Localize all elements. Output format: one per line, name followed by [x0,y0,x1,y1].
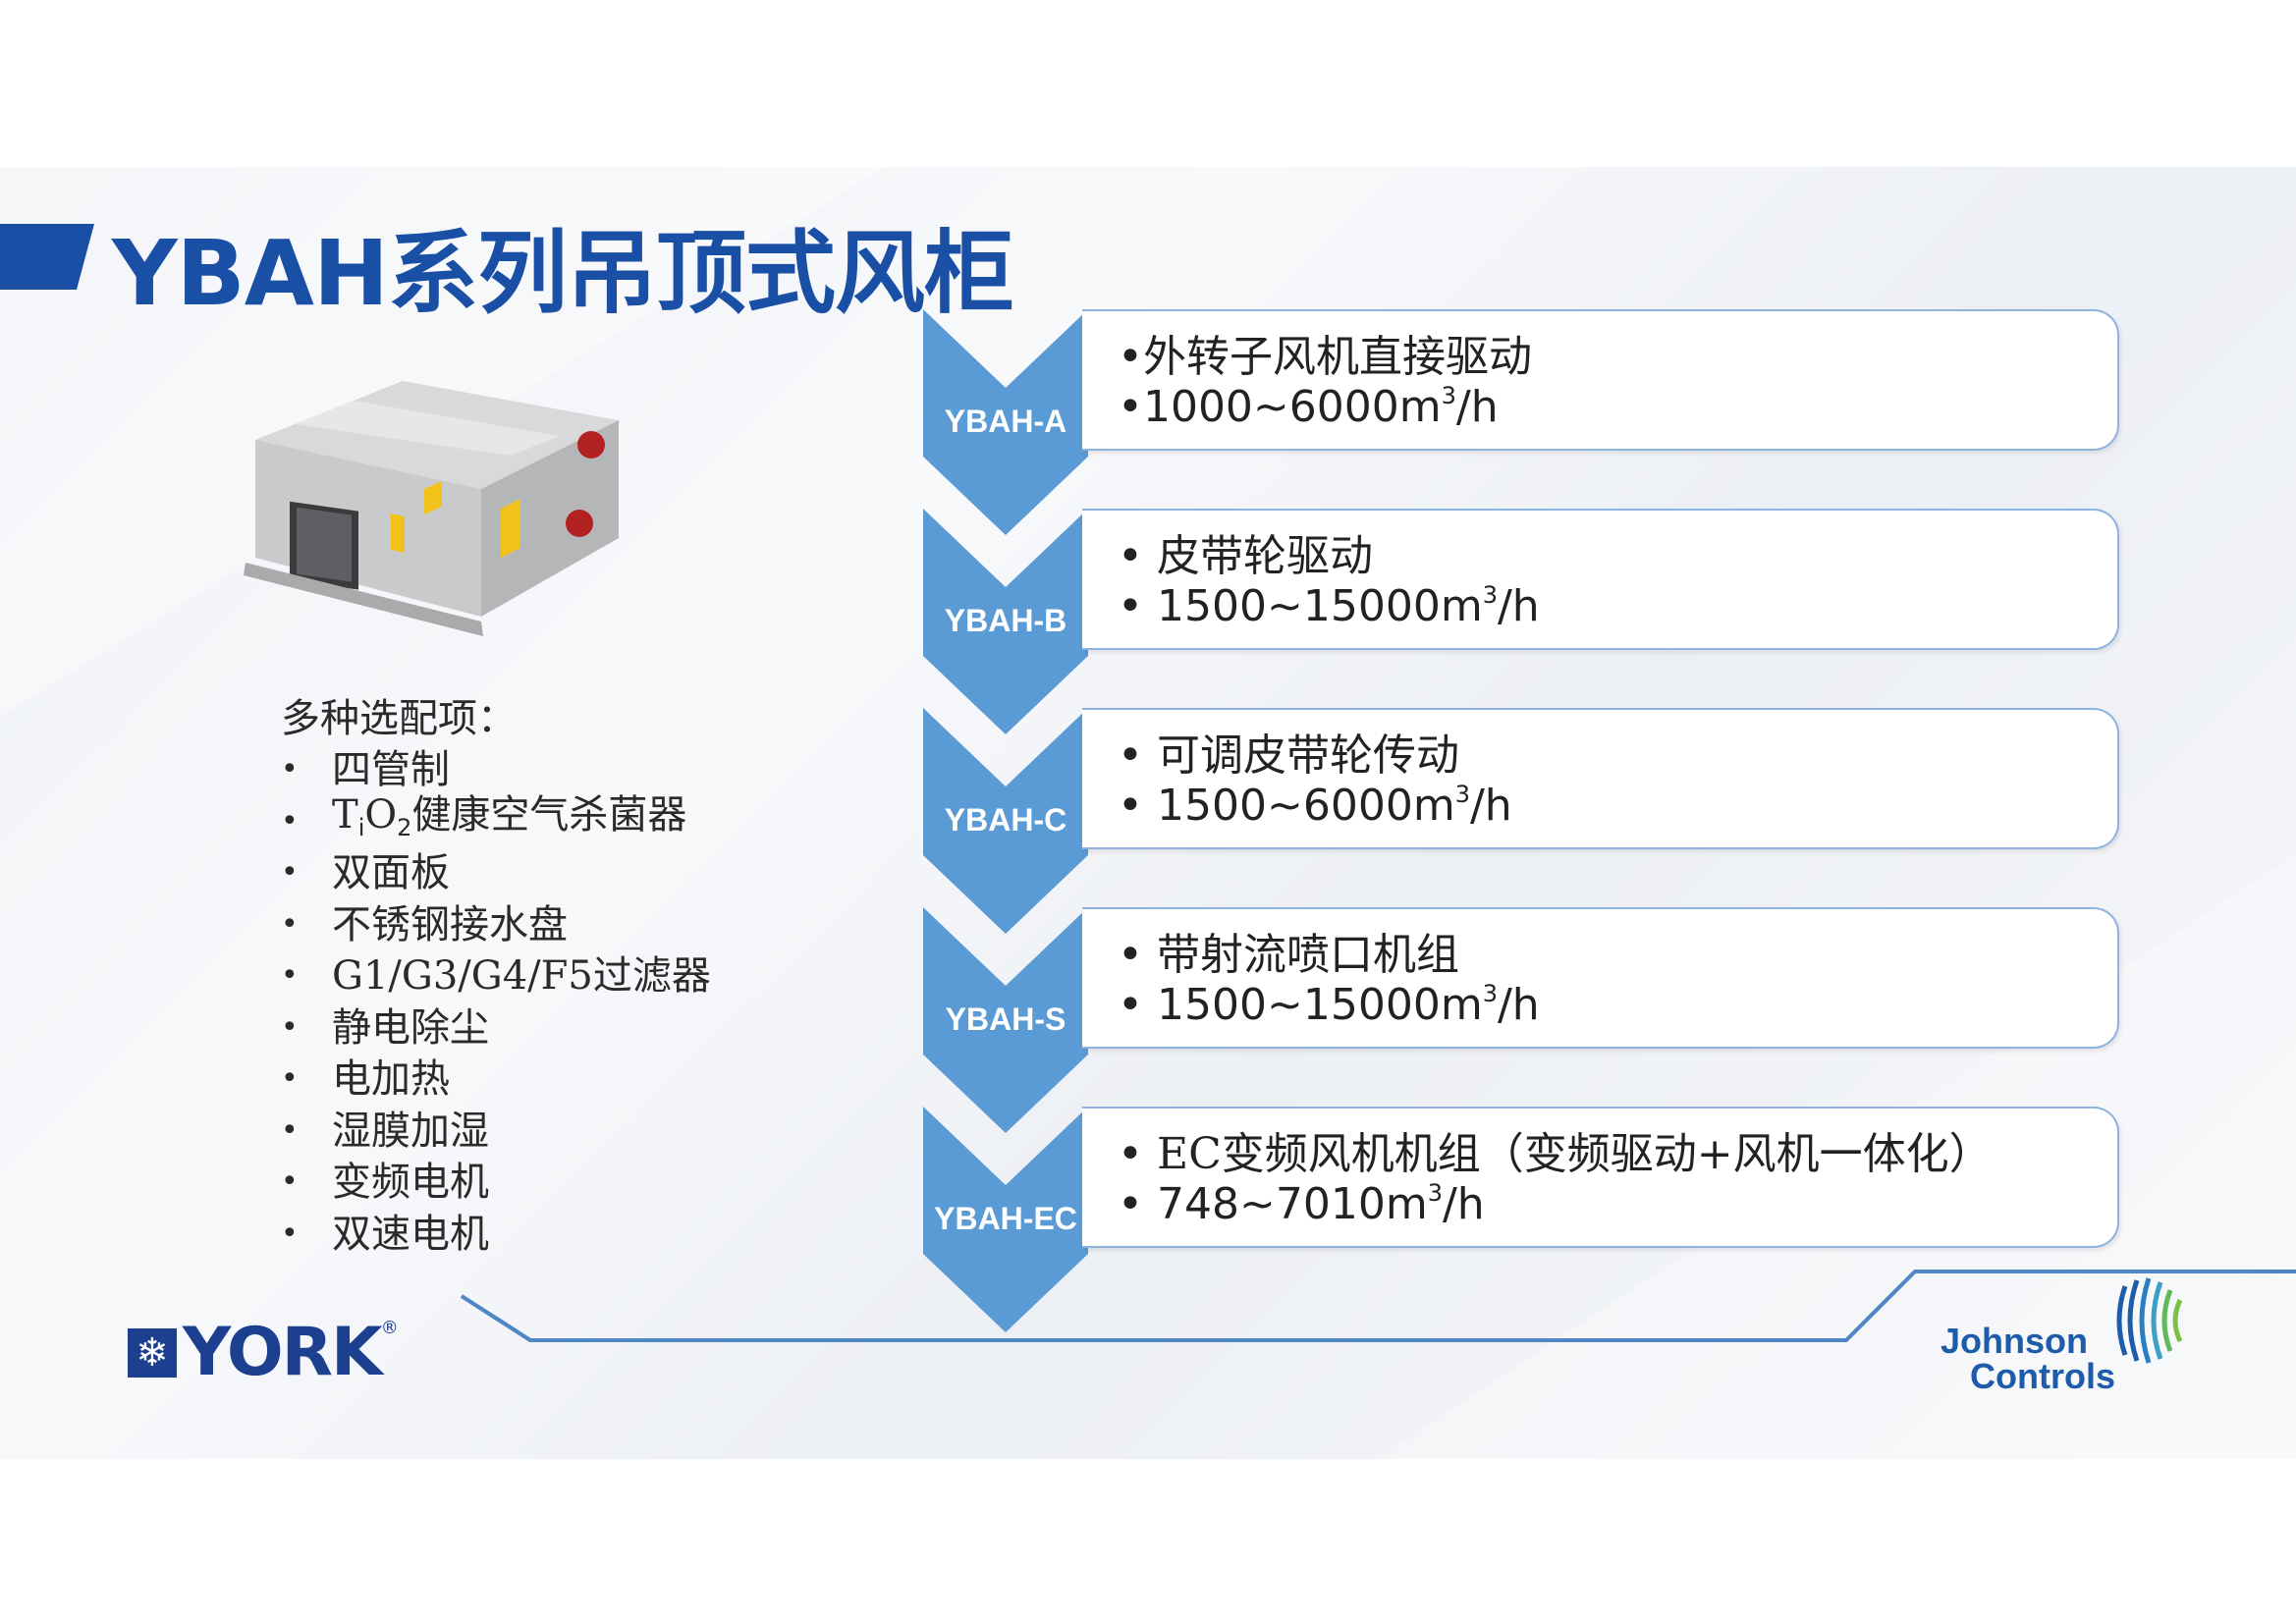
series-card: •可调皮带轮传动 •1500~6000m3/h [1082,708,2119,849]
slide: YBAH系列吊顶式风柜 多种选配项： •四管制 •TiO2健康空气杀菌器 •双面… [0,167,2296,1459]
york-wordmark: YORK [183,1314,383,1391]
series-list: YBAH-A •外转子风机直接驱动 •1000~6000m3/h YBAH-B … [923,309,2190,1350]
options-heading: 多种选配项： [281,696,517,741]
series-card: •外转子风机直接驱动 •1000~6000m3/h [1082,309,2119,451]
snowflake-icon: ❄ [128,1327,177,1378]
list-item: •双速电机 [281,1211,489,1257]
title-accent-bar [0,224,94,290]
series-airflow: •1500~6000m3/h [1118,781,1512,831]
list-item: •G1/G3/G4/F5过滤器 [281,953,711,999]
series-feature: •外转子风机直接驱动 [1118,332,1532,382]
york-logo: ❄ YORK ® [128,1314,399,1391]
page-title: YBAH系列吊顶式风柜 [112,221,1014,326]
list-item: •静电除尘 [281,1004,489,1051]
series-card: •带射流喷口机组 •1500~15000m3/h [1082,907,2119,1049]
johnson-controls-logo: Johnson Controls [1933,1276,2208,1394]
series-code: YBAH-B [944,603,1067,638]
options-list: 多种选配项： •四管制 •TiO2健康空气杀菌器 •双面板 •不锈钢接水盘 •G… [281,693,711,1260]
chevron-arrow [923,1107,1088,1332]
series-feature: •EC变频风机机组（变频驱动+风机一体化） [1118,1129,1993,1179]
series-code: YBAH-EC [934,1201,1077,1236]
list-item: •TiO2健康空气杀菌器 [281,792,687,841]
list-item: •变频电机 [281,1160,489,1205]
list-item: •双面板 [281,850,450,895]
series-code: YBAH-A [944,404,1067,439]
registered-mark: ® [380,1318,399,1338]
list-item: •电加热 [281,1056,450,1102]
series-airflow: •1500~15000m3/h [1118,581,1540,631]
chevron-arrow [923,907,1088,1133]
series-card: •EC变频风机机组（变频驱动+风机一体化） •748~7010m3/h [1082,1107,2119,1248]
johnson-controls-wordmark: Johnson Controls [1941,1321,2115,1396]
series-airflow: •1000~6000m3/h [1118,382,1499,432]
series-code: YBAH-S [945,1001,1066,1037]
list-item: •湿膜加湿 [281,1108,489,1154]
list-item: •四管制 [281,747,450,792]
list-item: •不锈钢接水盘 [281,901,568,947]
series-feature: •带射流喷口机组 [1118,930,1459,980]
series-airflow: •748~7010m3/h [1118,1179,1485,1229]
johnson-controls-mark-icon [2116,1277,2183,1364]
chevron-arrow [923,708,1088,934]
series-code: YBAH-C [944,802,1067,838]
series-feature: •可调皮带轮传动 [1118,730,1459,781]
chevron-arrow [923,309,1088,535]
series-card: •皮带轮驱动 •1500~15000m3/h [1082,509,2119,650]
chevron-arrow [923,509,1088,734]
series-feature: •皮带轮驱动 [1118,531,1373,581]
air-handler-unit-image [244,381,619,636]
series-airflow: •1500~15000m3/h [1118,980,1540,1030]
